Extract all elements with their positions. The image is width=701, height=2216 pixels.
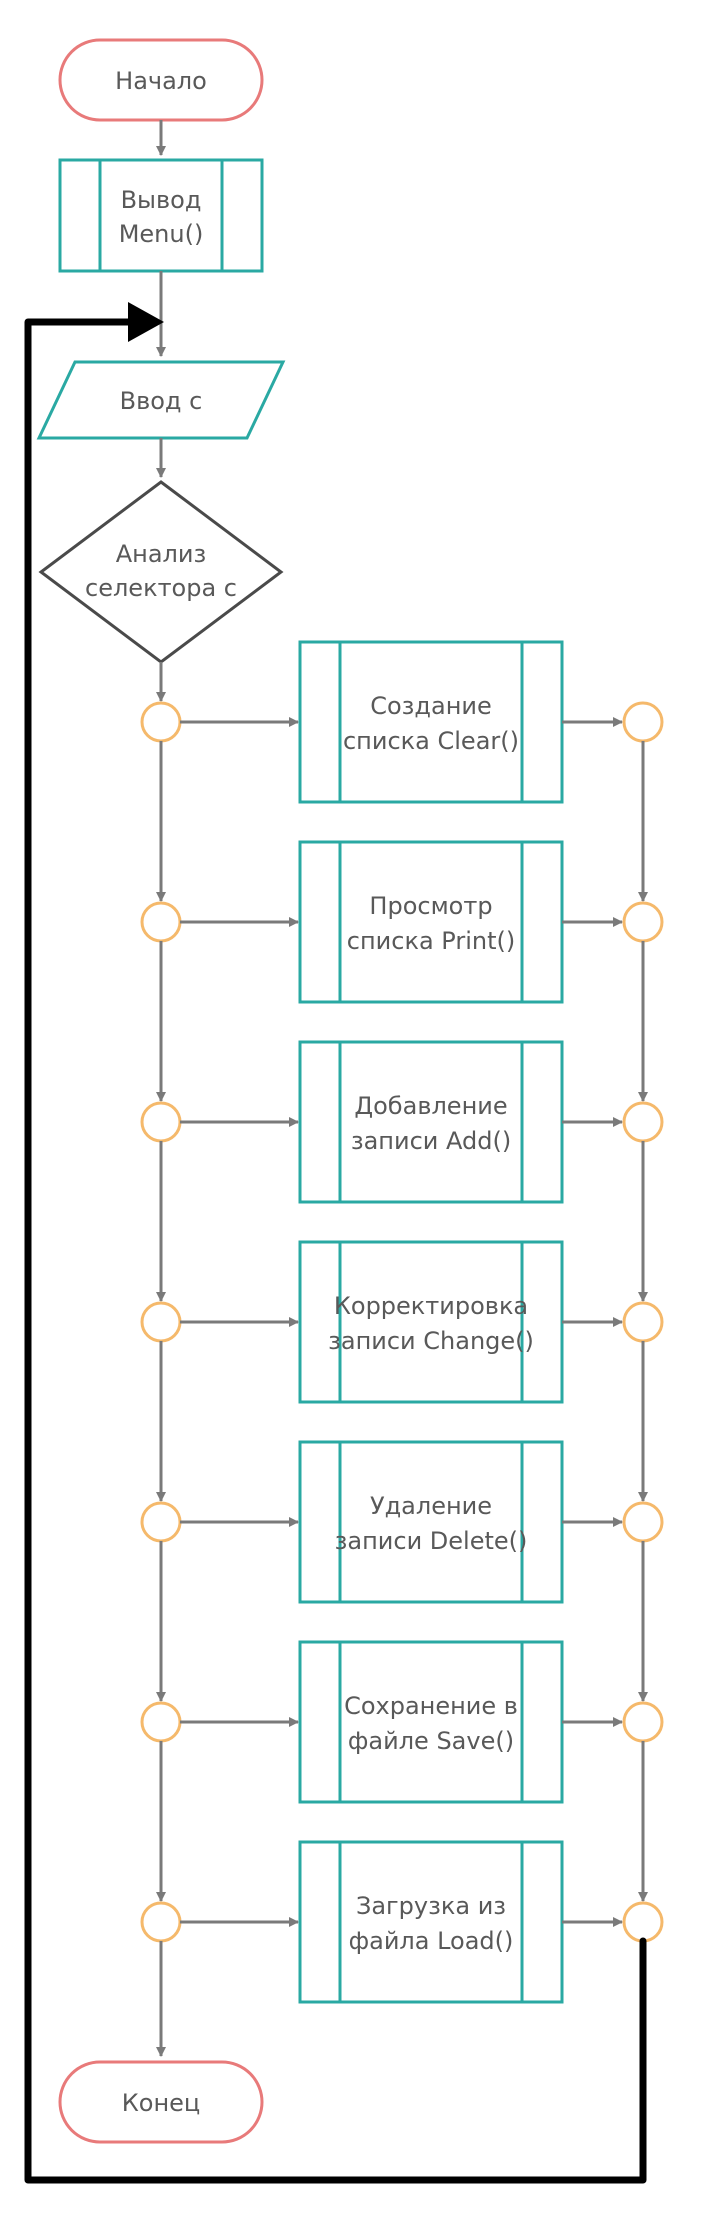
action-branch: Сохранение в файле Save() — [140, 1541, 664, 1804]
loop-back-line — [24, 318, 647, 2184]
action-line2: списка Clear() — [343, 727, 519, 755]
output-menu-line2: Menu() — [119, 220, 204, 248]
action-line1: Добавление — [354, 1092, 507, 1120]
action-line2: записи Delete() — [335, 1527, 528, 1555]
right-connector-circle — [622, 1901, 664, 1943]
output-menu-line1: Вывод — [121, 186, 202, 214]
action-process: Корректировка записи Change() — [298, 1240, 564, 1404]
action-process: Просмотр списка Print() — [298, 840, 564, 1004]
action-process: Загрузка из файла Load() — [298, 1840, 564, 2004]
left-connector-circle — [140, 701, 182, 743]
action-branch: Создание списка Clear() — [140, 640, 664, 804]
action-process: Сохранение в файле Save() — [298, 1640, 564, 1804]
action-line1: Удаление — [370, 1492, 492, 1520]
decision-line2: селектора c — [85, 574, 237, 602]
right-connector-circle — [622, 1701, 664, 1743]
right-connector-circle — [622, 701, 664, 743]
action-branch: Корректировка записи Change() — [140, 1141, 664, 1404]
loop-back-arrowhead — [128, 302, 164, 342]
left-connector-circle — [140, 1301, 182, 1343]
action-process: Удаление записи Delete() — [298, 1440, 564, 1604]
action-branch: Просмотр списка Print() — [140, 741, 664, 1004]
action-branch: Добавление записи Add() — [140, 941, 664, 1204]
output-menu-process: Вывод Menu() — [58, 158, 264, 273]
left-connector-circle — [140, 1501, 182, 1543]
action-line1: Корректировка — [334, 1292, 528, 1320]
left-connector-circle — [140, 901, 182, 943]
action-line1: Загрузка из — [356, 1892, 506, 1920]
action-line2: записи Change() — [328, 1327, 534, 1355]
action-line1: Просмотр — [369, 892, 492, 920]
action-branch: Удаление записи Delete() — [140, 1341, 664, 1604]
action-line1: Создание — [370, 692, 492, 720]
left-connector-circle — [140, 1101, 182, 1143]
action-process: Добавление записи Add() — [298, 1040, 564, 1204]
action-branch: Загрузка из файла Load() — [140, 1741, 664, 2004]
decision-line1: Анализ — [116, 540, 207, 568]
action-line2: файла Load() — [349, 1927, 514, 1955]
action-line1: Сохранение в — [344, 1692, 518, 1720]
action-process: Создание списка Clear() — [298, 640, 564, 804]
start-terminal: Начало — [58, 38, 264, 122]
right-connector-circle — [622, 1101, 664, 1143]
action-line2: записи Add() — [351, 1127, 511, 1155]
right-connector-circle — [622, 901, 664, 943]
action-line2: файле Save() — [348, 1727, 514, 1755]
right-connector-circle — [622, 1501, 664, 1543]
input-parallelogram: Ввод c — [36, 360, 286, 440]
left-connector-circle — [140, 1701, 182, 1743]
input-label: Ввод c — [120, 387, 203, 415]
left-connector-circle — [140, 1901, 182, 1943]
action-branches: Создание списка Clear() Просмотр списка Pri… — [140, 640, 664, 2057]
start-label: Начало — [115, 67, 207, 95]
end-label: Конец — [122, 2089, 201, 2117]
right-connector-circle — [622, 1301, 664, 1343]
action-line2: списка Print() — [347, 927, 515, 955]
decision-diamond: Анализ селектора c — [38, 480, 284, 664]
end-terminal: Конец — [58, 2060, 264, 2144]
